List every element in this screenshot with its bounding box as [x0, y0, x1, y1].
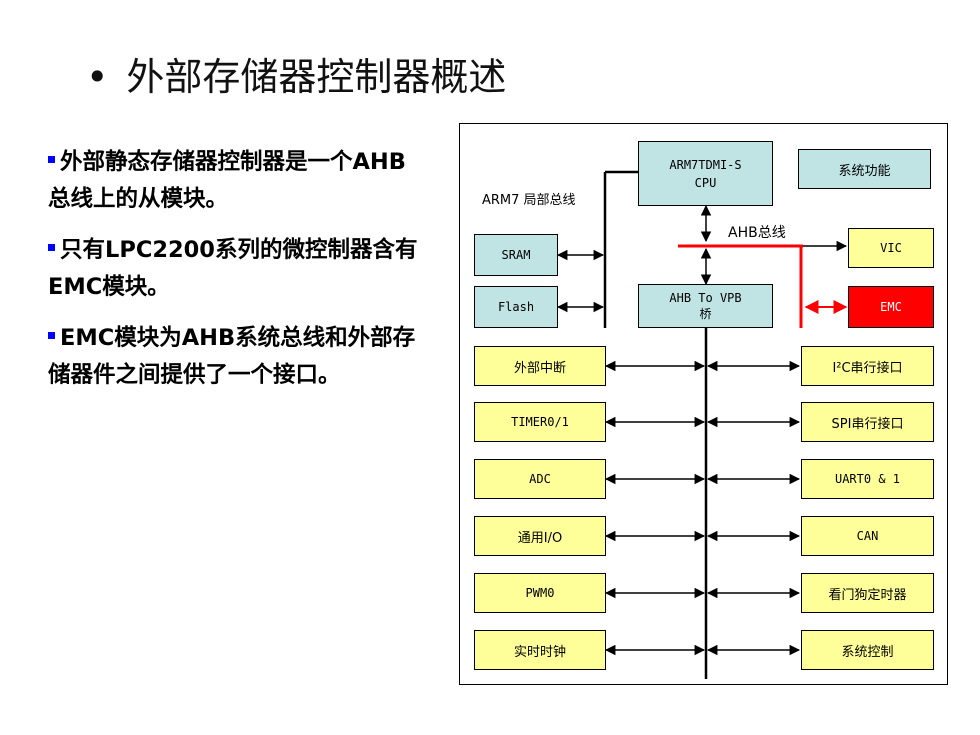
- peripheral-adc: ADC: [474, 459, 606, 499]
- bullet-list: 外部静态存储器控制器是一个AHB总线上的从模块。 只有LPC2200系列的微控制…: [48, 144, 428, 408]
- peripheral-gpio: 通用I/O: [474, 516, 606, 556]
- peripheral-pwm: PWM0: [474, 573, 606, 613]
- bullet-item: 只有LPC2200系列的微控制器含有EMC模块。: [48, 237, 418, 300]
- bullet-item: 外部静态存储器控制器是一个AHB总线上的从模块。: [48, 149, 406, 212]
- ahb-bus: [678, 244, 803, 328]
- flash-block: Flash: [474, 286, 558, 328]
- peripheral-arrows: [604, 360, 801, 656]
- emc-block: EMC: [848, 286, 934, 328]
- bridge-block: AHB To VPB 桥: [638, 284, 773, 328]
- arm7-local-bus: [603, 170, 638, 328]
- title-text: 外部存储器控制器概述: [126, 55, 507, 99]
- bus-connectors: [556, 170, 848, 679]
- square-bullet-icon: [48, 156, 55, 163]
- peripheral-watchdog: 看门狗定时器: [801, 573, 934, 613]
- peripheral-rtc: 实时时钟: [474, 630, 606, 670]
- system-function-block: 系统功能: [798, 149, 931, 189]
- sram-block: SRAM: [474, 234, 558, 276]
- local-bus-label: ARM7 局部总线: [482, 193, 576, 208]
- vic-block: VIC: [848, 228, 934, 268]
- ahb-bus-label: AHB总线: [728, 225, 786, 241]
- peripheral-spi: SPI串行接口: [801, 402, 934, 442]
- square-bullet-icon: [48, 332, 55, 339]
- block-diagram: ARM7TDMI-S CPU 系统功能 ARM7 局部总线 AHB总线 SRAM…: [459, 123, 948, 685]
- square-bullet-icon: [48, 244, 55, 251]
- slide-title: • 外部存储器控制器概述: [86, 46, 506, 101]
- peripheral-timer: TIMER0/1: [474, 402, 606, 442]
- peripheral-system-control: 系统控制: [801, 630, 934, 670]
- title-bullet-icon: •: [86, 55, 109, 99]
- peripheral-can: CAN: [801, 516, 934, 556]
- bullet-item: EMC模块为AHB系统总线和外部存储器件之间提供了一个接口。: [48, 325, 416, 388]
- peripheral-i2c: I²C串行接口: [801, 346, 934, 386]
- peripheral-external-interrupt: 外部中断: [474, 346, 606, 386]
- peripheral-uart: UART0 & 1: [801, 459, 934, 499]
- cpu-block: ARM7TDMI-S CPU: [638, 141, 773, 206]
